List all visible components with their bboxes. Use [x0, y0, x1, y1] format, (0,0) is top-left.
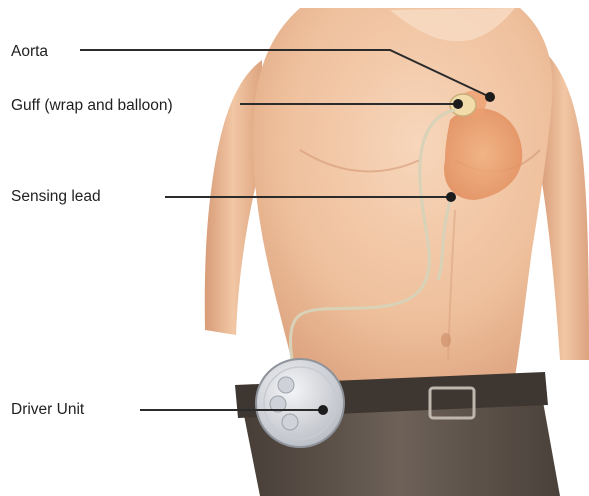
label-aorta: Aorta: [11, 44, 48, 60]
aorta-dot: [485, 92, 495, 102]
label-sensing-lead: Sensing lead: [11, 189, 101, 205]
sensing-lead-dot: [446, 192, 456, 202]
driver-unit-dot: [318, 405, 328, 415]
label-cuff: Guff (wrap and balloon): [11, 98, 173, 114]
cuff-dot: [453, 99, 463, 109]
label-driver-unit: Driver Unit: [11, 402, 84, 418]
driver-unit: [256, 359, 344, 447]
torso: [205, 8, 589, 395]
